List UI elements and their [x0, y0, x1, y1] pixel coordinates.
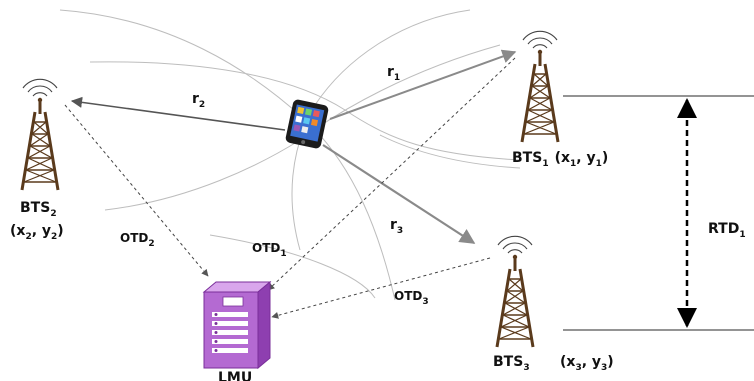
- bts3-tower: [495, 234, 535, 349]
- r3-arrow: [322, 144, 476, 244]
- otd1-arrow: [267, 57, 516, 291]
- otd2-arrow: [64, 104, 209, 277]
- lmu-server-icon: [202, 280, 272, 370]
- bts2-tower: [20, 77, 60, 192]
- bts3-label: BTS3: [493, 354, 530, 373]
- otd3-arrow: [271, 257, 491, 319]
- bts3-coords: (x3, y3): [560, 354, 614, 373]
- cell-tower-icon: [495, 234, 535, 349]
- otd2-label: OTD2: [120, 231, 155, 249]
- otd1-label: OTD1: [252, 241, 287, 259]
- rtd-label: RTD1: [708, 221, 746, 240]
- bts2-coords: (x2, y2): [10, 223, 64, 242]
- r2-label: r2: [192, 91, 205, 110]
- bts1-tower: [520, 29, 560, 144]
- bts2-label: BTS2: [20, 200, 57, 219]
- r1-arrow: [329, 49, 517, 120]
- otd3-label: OTD3: [394, 289, 429, 307]
- smartphone-icon: [285, 99, 329, 149]
- bts1-label: BTS1(x1, y1): [512, 150, 608, 169]
- r2-arrow: [70, 96, 286, 131]
- r1-label: r1: [387, 64, 400, 83]
- cell-tower-icon: [520, 29, 560, 144]
- lmu-label: LMU: [218, 370, 252, 381]
- range-curves: [59, 9, 521, 301]
- r3-label: r3: [390, 217, 403, 236]
- cell-tower-icon: [20, 77, 60, 192]
